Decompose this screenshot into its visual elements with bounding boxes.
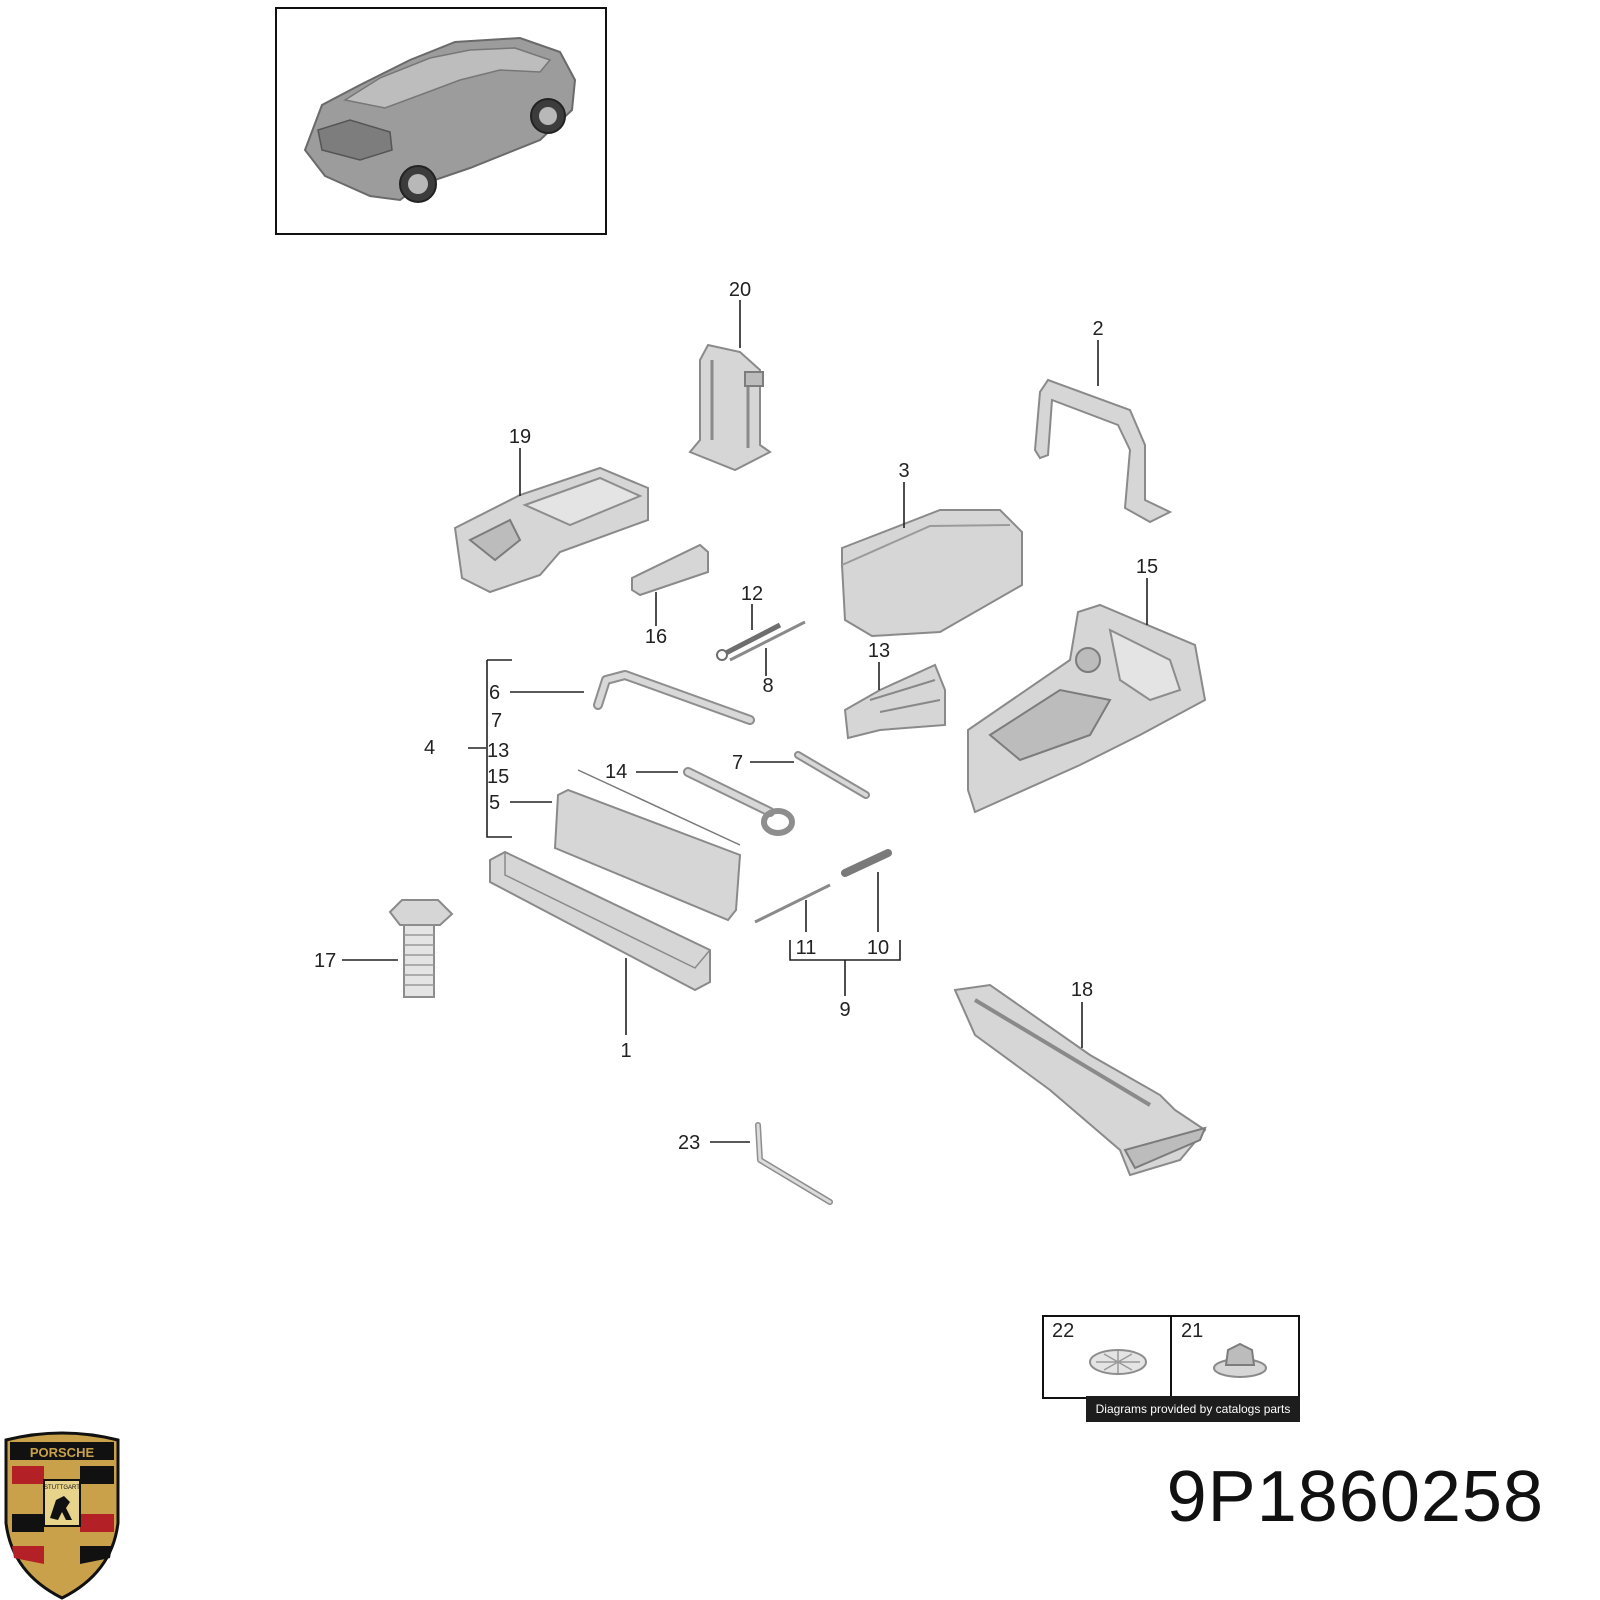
callout-label: 6 xyxy=(489,682,500,704)
detail-label: 22 xyxy=(1052,1320,1074,1342)
callout-label: 7 xyxy=(491,710,502,732)
callout-label: 18 xyxy=(1071,979,1093,1001)
tool-tray-part xyxy=(967,603,1207,814)
svg-text:STUTTGART: STUTTGART xyxy=(44,1485,80,1491)
svg-text:PORSCHE: PORSCHE xyxy=(30,1445,95,1460)
callout-label: 9 xyxy=(839,999,850,1021)
callout-label: 7 xyxy=(732,752,743,774)
callout-label: 4 xyxy=(424,737,435,759)
extension-rod-part xyxy=(794,751,870,799)
callout-label: 10 xyxy=(867,937,889,959)
callout-label: 13 xyxy=(487,740,509,762)
towing-eye-part xyxy=(683,767,795,836)
callout-label: 2 xyxy=(1092,318,1103,340)
callout-label: 16 xyxy=(645,626,667,648)
callout-label: 1 xyxy=(620,1040,631,1062)
wing-bolt-part xyxy=(388,899,454,998)
detail-parts-box: 22 21 xyxy=(1042,1315,1300,1399)
jack-crank-part xyxy=(755,1122,833,1205)
callout-label: 13 xyxy=(868,640,890,662)
callout-label: 11 xyxy=(796,937,817,959)
callout-label: 20 xyxy=(729,279,751,301)
callout-label: 17 xyxy=(314,950,336,972)
brand-crest-logo: PORSCHE STUTTGART xyxy=(4,1431,120,1600)
leader-lines xyxy=(342,300,1148,1143)
callout-labels: 20 2 19 3 15 16 12 8 13 6 7 4 13 15 5 14… xyxy=(314,279,1158,1154)
strap-bracket-part xyxy=(688,343,772,472)
callout-label: 8 xyxy=(762,675,773,697)
callout-label: 5 xyxy=(489,792,500,814)
part-number: 9P1860258 xyxy=(1166,1457,1544,1537)
callout-label: 14 xyxy=(605,761,627,783)
storage-pad-part xyxy=(841,509,1023,638)
wrench-part xyxy=(716,620,806,662)
tool-case-part xyxy=(553,769,742,922)
flange-nut-part xyxy=(1213,1342,1267,1378)
car-jack-part xyxy=(953,983,1207,1177)
holder-clip-part xyxy=(631,543,709,597)
provider-note: Diagrams provided by catalogs parts xyxy=(1086,1396,1300,1422)
foam-block-part xyxy=(489,850,711,992)
vehicle-illustration xyxy=(303,36,577,203)
vehicle-overview-inset xyxy=(275,7,607,235)
retaining-strap-part xyxy=(1033,378,1173,524)
callout-label: 15 xyxy=(1136,556,1158,578)
callout-label: 15 xyxy=(487,766,509,788)
mounting-bracket-part xyxy=(843,663,946,740)
callout-label: 23 xyxy=(678,1132,700,1154)
spring-clip-part xyxy=(1089,1349,1147,1375)
callout-label: 19 xyxy=(509,426,531,448)
screwdriver-part xyxy=(754,849,892,924)
wheel-brace-part xyxy=(593,670,755,725)
callout-label: 12 xyxy=(741,583,763,605)
foam-insert-part xyxy=(453,466,649,594)
callout-label: 3 xyxy=(898,460,909,482)
detail-label: 21 xyxy=(1181,1320,1203,1342)
